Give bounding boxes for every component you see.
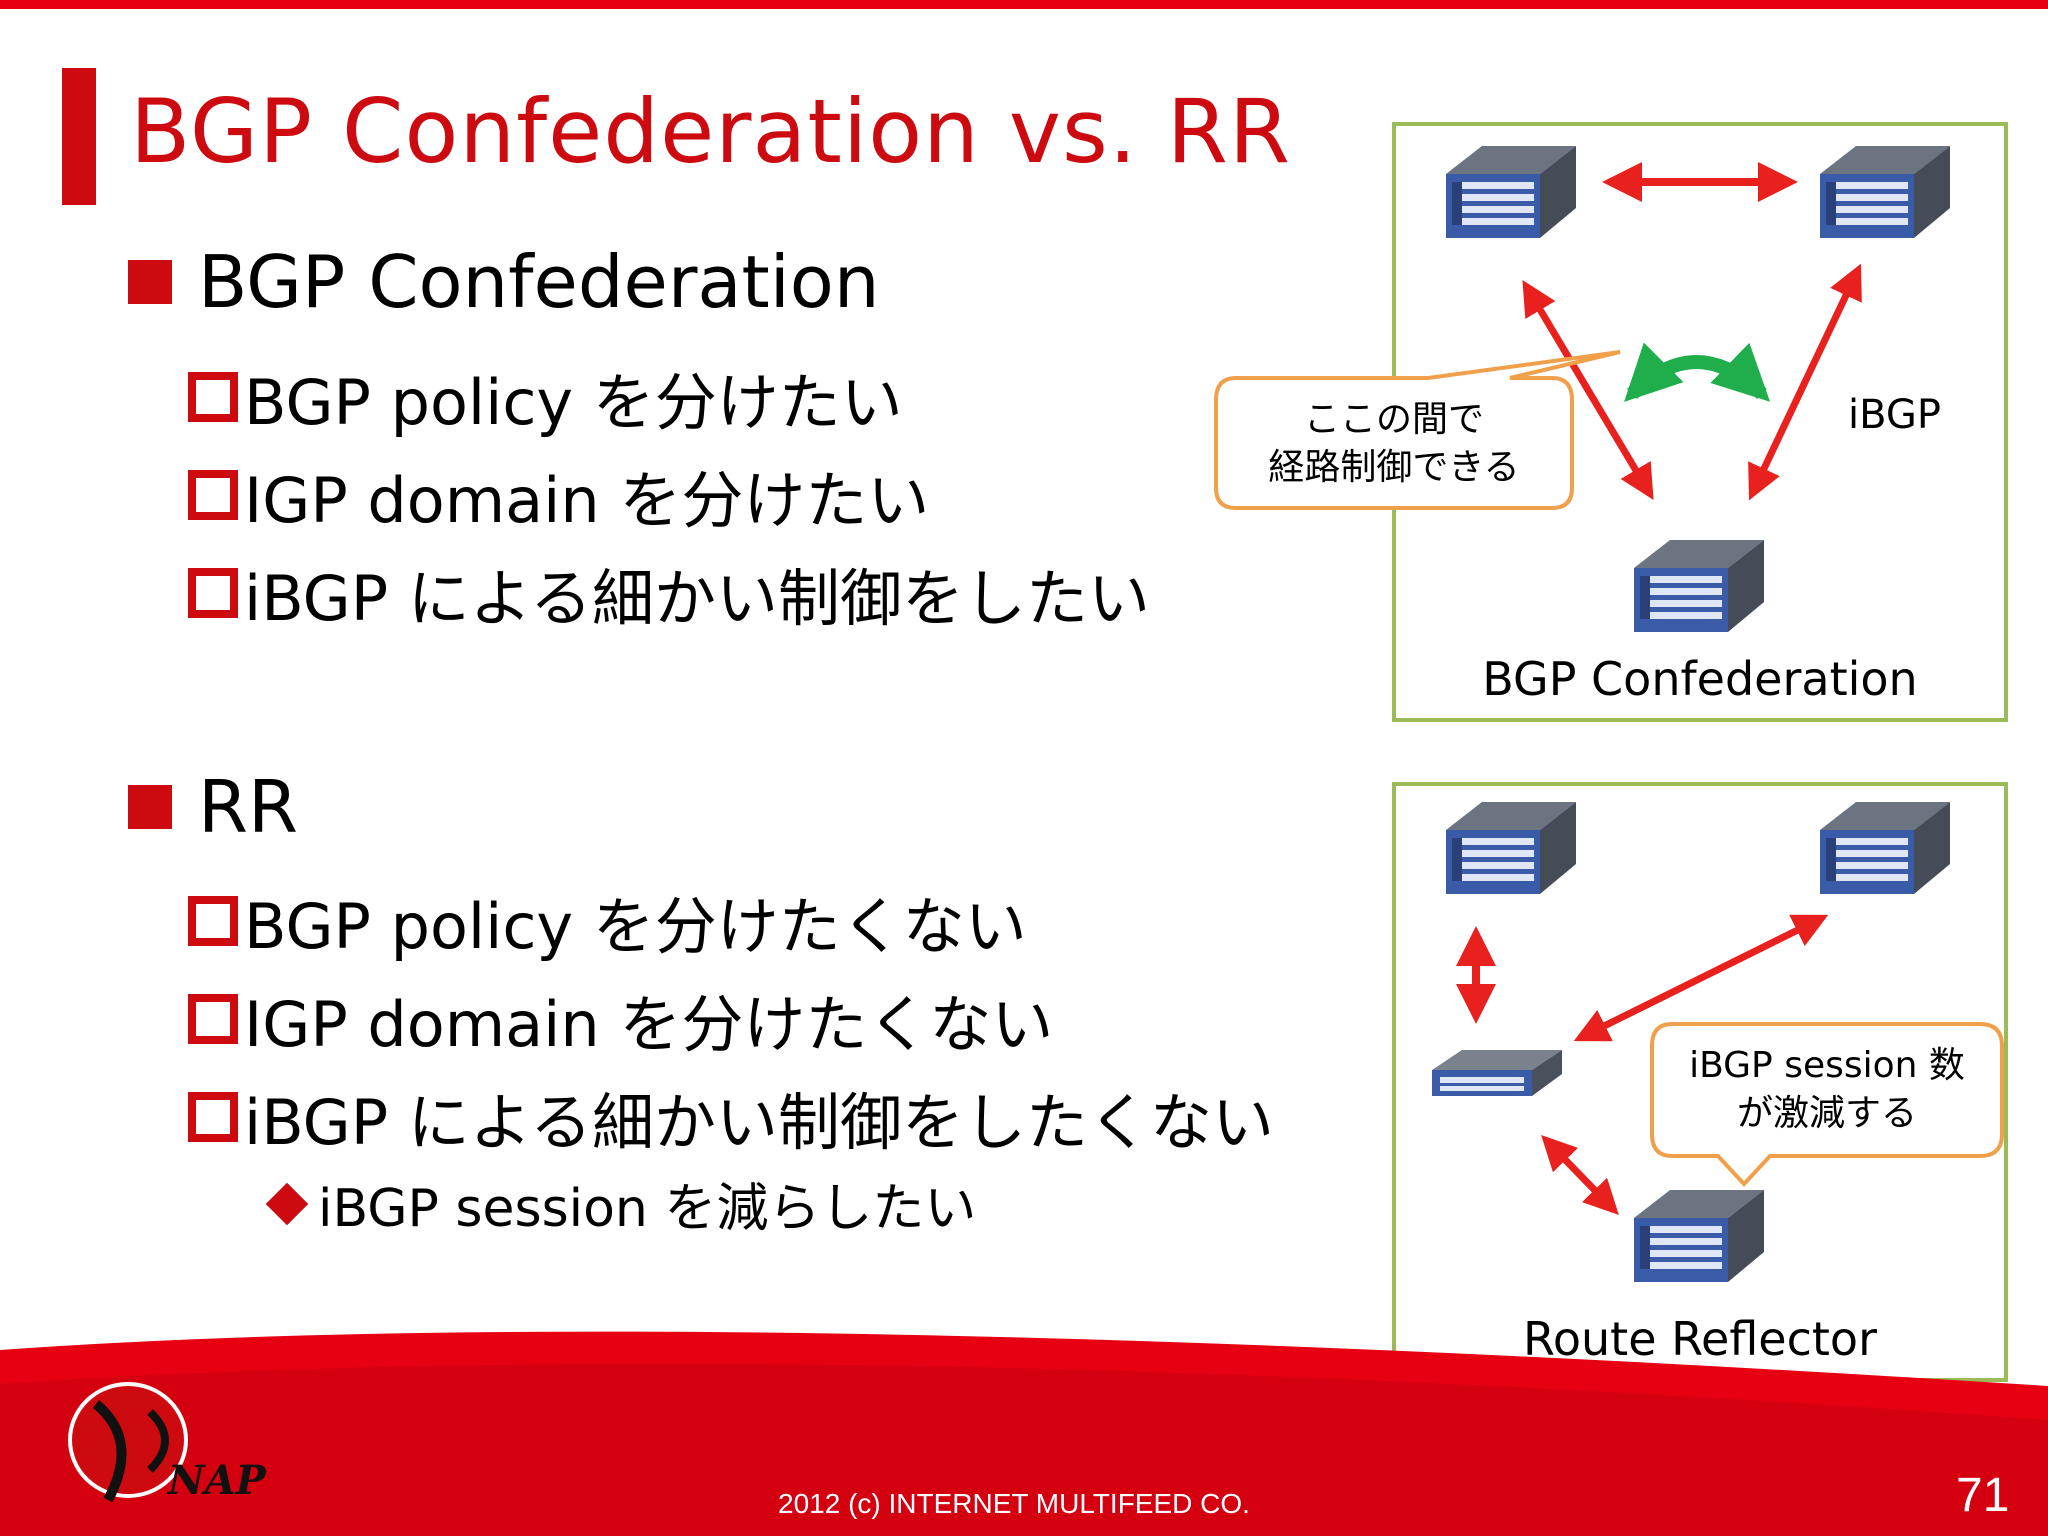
confed-heading: BGP Confederation bbox=[128, 240, 879, 324]
router-icon bbox=[1820, 146, 1950, 238]
filled-square-bullet-icon bbox=[128, 260, 172, 304]
svg-text:NAP: NAP bbox=[166, 1457, 268, 1504]
router-icon bbox=[1634, 540, 1764, 632]
footer-copyright: 2012 (c) INTERNET MULTIFEED CO. bbox=[778, 1488, 1250, 1519]
double-arrow-icon bbox=[1573, 914, 1829, 1042]
footer-swoosh-highlight bbox=[0, 1363, 2048, 1536]
open-square-bullet-icon bbox=[188, 994, 238, 1044]
callout-line: が激減する bbox=[1736, 1093, 1917, 1134]
rr-item-text: IGP domain を分けたくない bbox=[244, 988, 1054, 1061]
top-accent-bar bbox=[0, 0, 2048, 9]
confed-item-text: BGP policy を分けたい bbox=[244, 366, 903, 439]
open-square-bullet-icon bbox=[188, 568, 238, 618]
rr-heading: RR bbox=[128, 765, 298, 849]
rr-callout-text: iBGP session 数 が激減する bbox=[1652, 1042, 2002, 1138]
confed-item-text: iBGP による細かい制御をしたい bbox=[244, 562, 1150, 635]
router-icon bbox=[1446, 146, 1576, 238]
callout-line: 経路制御できる bbox=[1268, 447, 1520, 488]
router-icon bbox=[1634, 1190, 1764, 1282]
confed-item-text: IGP domain を分けたい bbox=[244, 464, 930, 537]
callout-bubble bbox=[1650, 1022, 2004, 1187]
confed-item: IGP domain を分けたい bbox=[188, 450, 929, 540]
curved-double-arrow-icon bbox=[1624, 342, 1771, 402]
rr-heading-text: RR bbox=[198, 765, 299, 849]
filled-square-bullet-icon bbox=[128, 785, 172, 829]
slide-title: BGP Confederation vs. RR bbox=[130, 80, 1292, 183]
route-reflector-switch-icon bbox=[1432, 1050, 1562, 1096]
confed-diagram-caption: BGP Confederation bbox=[1482, 652, 1918, 706]
rr-diagram-caption: Route Reflector bbox=[1522, 1312, 1877, 1366]
confed-callout-text: ここの間で 経路制御できる bbox=[1216, 396, 1572, 492]
rr-subitem-text: iBGP session を減らしたい bbox=[318, 1179, 977, 1239]
jpnap-logo-icon: NAP bbox=[68, 1382, 268, 1504]
rr-item: BGP policy を分けたくない bbox=[188, 876, 1027, 966]
router-icon bbox=[1446, 802, 1576, 894]
open-square-bullet-icon bbox=[188, 896, 238, 946]
open-square-bullet-icon bbox=[188, 1092, 238, 1142]
confed-heading-text: BGP Confederation bbox=[198, 240, 880, 324]
rr-item-text: iBGP による細かい制御をしたくない bbox=[244, 1086, 1274, 1159]
callout-line: ここの間で bbox=[1303, 399, 1484, 440]
double-arrow-icon bbox=[1748, 263, 1862, 501]
callout-line: iBGP session 数 bbox=[1689, 1045, 1965, 1086]
title-accent-bar bbox=[62, 68, 96, 205]
rr-subitem: iBGP session を減らしたい bbox=[262, 1166, 976, 1241]
rr-item: IGP domain を分けたくない bbox=[188, 974, 1053, 1064]
router-icon bbox=[1820, 802, 1950, 894]
rr-item-text: BGP policy を分けたくない bbox=[244, 890, 1027, 963]
confed-item: BGP policy を分けたい bbox=[188, 352, 903, 442]
ibgp-link-label: iBGP bbox=[1848, 392, 1941, 438]
callout-bubble bbox=[1214, 350, 1621, 510]
rr-item: iBGP による細かい制御をしたくない bbox=[188, 1072, 1274, 1162]
page-number: 71 bbox=[1956, 1469, 2010, 1522]
double-arrow-icon bbox=[1541, 1134, 1619, 1216]
open-square-bullet-icon bbox=[188, 372, 238, 422]
double-arrow-icon bbox=[1522, 279, 1654, 501]
confed-item: iBGP による細かい制御をしたい bbox=[188, 548, 1150, 638]
open-square-bullet-icon bbox=[188, 470, 238, 520]
